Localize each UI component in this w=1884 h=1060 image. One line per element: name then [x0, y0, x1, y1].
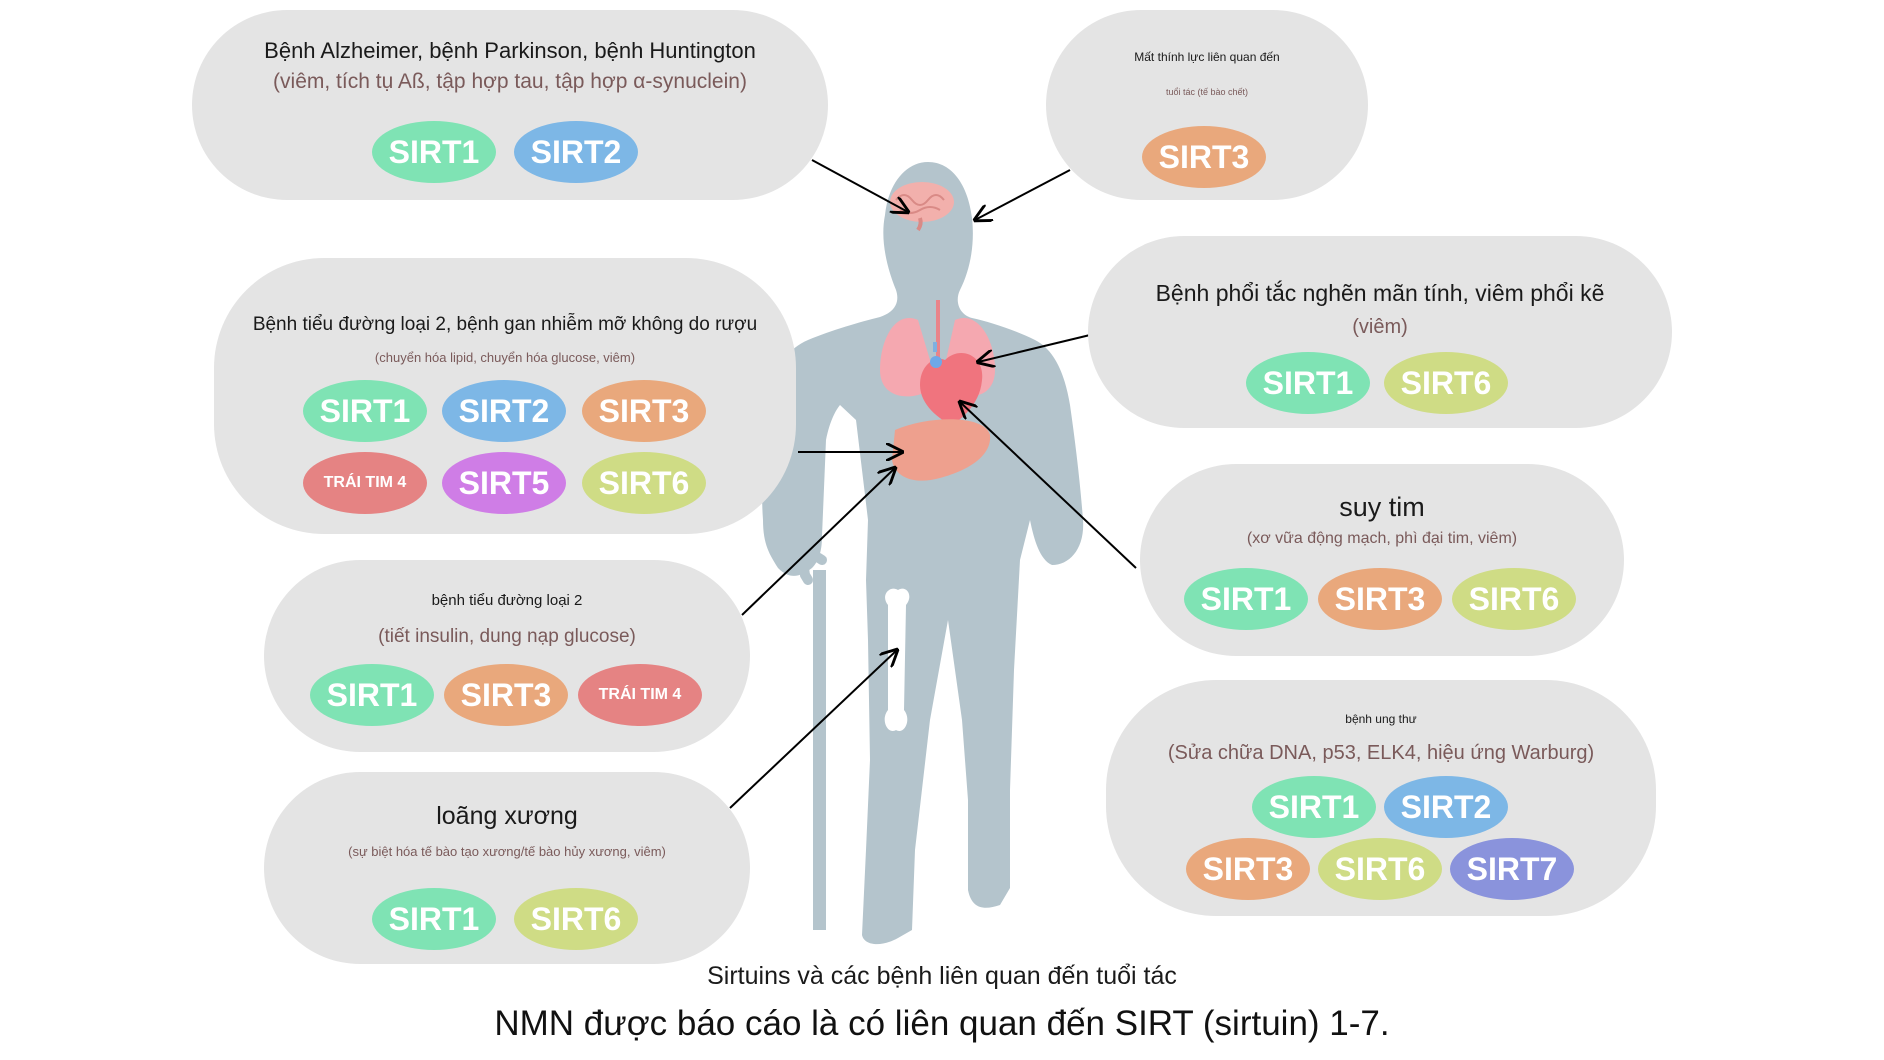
pill-sirt1: SIRT1: [372, 888, 496, 950]
diagram-caption: Sirtuins và các bệnh liên quan đến tuổi …: [707, 962, 1177, 990]
headline: NMN được báo cáo là có liên quan đến SIR…: [494, 1004, 1390, 1043]
pill-sirt6: SIRT6: [582, 452, 706, 514]
box-title: loãng xương: [436, 802, 578, 830]
box-subtitle: tuổi tác (tế bào chết): [1165, 87, 1249, 97]
box-type2-diabetes: bệnh tiểu đường loại 2 (tiết insulin, du…: [264, 560, 750, 752]
pill-sirt3: SIRT3: [1186, 838, 1310, 900]
box-title: Bệnh Alzheimer, bệnh Parkinson, bệnh Hun…: [264, 38, 756, 63]
pill-sirt1: SIRT1: [303, 380, 427, 442]
pill-sirt5: SIRT5: [442, 452, 566, 514]
pill-sirt2: SIRT2: [514, 121, 638, 183]
pill-sirt6: SIRT6: [514, 888, 638, 950]
box-subtitle: (Sửa chữa DNA, p53, ELK4, hiệu ứng Warbu…: [1167, 742, 1595, 764]
box-subtitle: (tiết insulin, dung nạp glucose): [378, 626, 636, 647]
pill-sirt1: SIRT1: [1184, 568, 1308, 630]
box-title: Bệnh tiểu đường loại 2, bệnh gan nhiễm m…: [252, 314, 758, 335]
box-lung-disease: Bệnh phổi tắc nghẽn mãn tính, viêm phổi …: [1088, 236, 1672, 428]
human-silhouette: [762, 162, 1084, 945]
pill-sirt1: SIRT1: [1252, 776, 1376, 838]
box-title: Mất thính lực liên quan đến: [1134, 50, 1280, 64]
liver-icon: [892, 419, 991, 481]
pill-sirt2: SIRT2: [1384, 776, 1508, 838]
box-subtitle: (viêm): [1352, 316, 1408, 338]
pill-sirt7: SIRT7: [1450, 838, 1574, 900]
box-title: bệnh ung thư: [1345, 712, 1417, 726]
pill-sirt3: SIRT3: [1318, 568, 1442, 630]
box-heart-failure: suy tim (xơ vữa động mạch, phì đại tim, …: [1140, 464, 1624, 656]
box-subtitle: (chuyển hóa lipid, chuyển hóa glucose, v…: [374, 350, 636, 365]
cane-icon: [799, 550, 827, 930]
box-title: suy tim: [1339, 492, 1425, 522]
pill-sirt3: SIRT3: [1142, 126, 1266, 188]
box-diabetes-fatty-liver: Bệnh tiểu đường loại 2, bệnh gan nhiễm m…: [214, 258, 796, 534]
box-neurodegenerative: Bệnh Alzheimer, bệnh Parkinson, bệnh Hun…: [192, 10, 828, 200]
box-title: bệnh tiểu đường loại 2: [431, 592, 583, 609]
pill-sirt6: SIRT6: [1452, 568, 1576, 630]
box-cancer: bệnh ung thư (Sửa chữa DNA, p53, ELK4, h…: [1106, 680, 1656, 916]
pill-sirt1: SIRT1: [310, 664, 434, 726]
arrows: [729, 159, 1137, 809]
pill-sirt1: SIRT1: [372, 121, 496, 183]
box-osteoporosis: loãng xương (sự biệt hóa tế bào tạo xươn…: [264, 772, 750, 964]
pill-sirt1: SIRT1: [1246, 352, 1370, 414]
pill-heart4: TRÁI TIM 4: [303, 452, 427, 514]
pill-sirt3: SIRT3: [582, 380, 706, 442]
pill-sirt3: SIRT3: [444, 664, 568, 726]
pill-sirt6: SIRT6: [1318, 838, 1442, 900]
pill-sirt6: SIRT6: [1384, 352, 1508, 414]
box-hearing-loss: Mất thính lực liên quan đến tuổi tác (tế…: [1046, 10, 1368, 200]
box-subtitle: (xơ vữa động mạch, phì đại tim, viêm): [1246, 530, 1518, 547]
pill-heart4: TRÁI TIM 4: [578, 664, 702, 726]
box-subtitle: (sự biệt hóa tế bào tạo xương/tế bào hủy…: [348, 844, 666, 859]
pill-sirt2: SIRT2: [442, 380, 566, 442]
box-title: Bệnh phổi tắc nghẽn mãn tính, viêm phổi …: [1155, 280, 1605, 306]
box-subtitle: (viêm, tích tụ Aß, tập hợp tau, tập hợp …: [273, 70, 747, 93]
